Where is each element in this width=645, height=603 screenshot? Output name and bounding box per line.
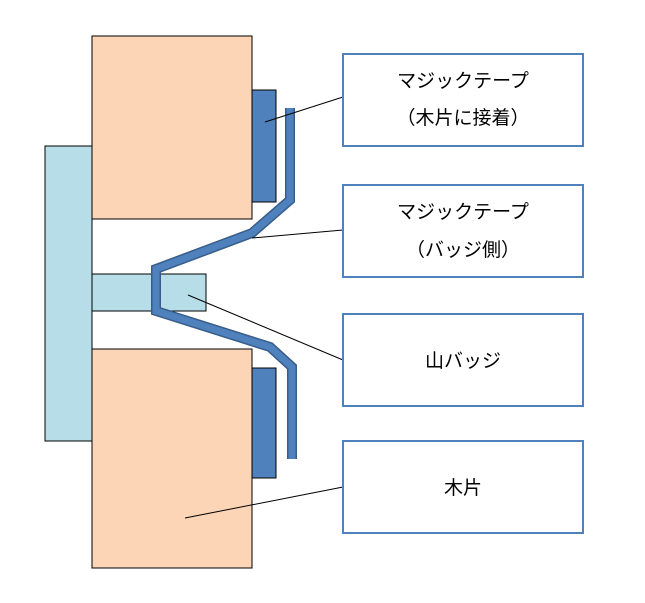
label-tape-wood-line1: マジックテープ [397, 70, 529, 92]
leader-line-tape-badge [251, 229, 344, 239]
wood-block-lower [91, 348, 253, 569]
leader-line-wood [184, 486, 344, 519]
label-tape-badge-line1: マジックテープ [397, 201, 529, 223]
label-wood: 木片 [342, 440, 584, 534]
leader-line-tape-wood [264, 96, 344, 123]
label-tape-badge: マジックテープ （バッジ側） [342, 184, 584, 278]
label-tape-wood-line2: （木片に接着） [396, 107, 529, 129]
label-tape-badge-line2: （バッジ側） [406, 239, 520, 261]
badge-tape-strip-inner [152, 108, 296, 459]
label-badge: 山バッジ [342, 313, 584, 407]
badge-back-plate [44, 145, 93, 442]
label-wood-text: 木片 [444, 477, 482, 499]
label-tape-wood: マジックテープ （木片に接着） [342, 53, 584, 147]
leader-line-badge [187, 294, 344, 361]
label-badge-text: 山バッジ [425, 350, 501, 372]
badge-pin [91, 273, 207, 312]
wood-tape-lower [251, 367, 277, 479]
wood-tape-upper [251, 89, 277, 203]
wood-block-upper [91, 35, 253, 220]
